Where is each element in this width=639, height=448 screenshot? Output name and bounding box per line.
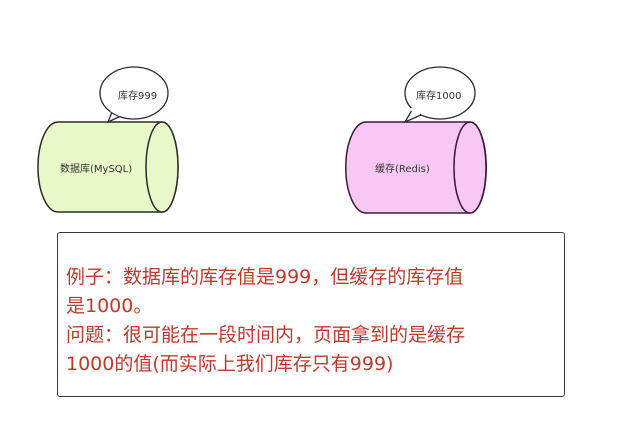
example-line-1: 例子：数据库的库存值是999，但缓存的库存值 bbox=[66, 266, 464, 288]
cache-speech-bubble bbox=[403, 66, 476, 124]
cache-bubble-text: 库存1000 bbox=[416, 91, 462, 102]
database-bubble-text: 库存999 bbox=[118, 91, 158, 102]
database-label: 数据库(MySQL) bbox=[60, 164, 133, 175]
problem-line-1: 问题：很可能在一段时间内，页面拿到的是缓存 bbox=[66, 324, 466, 346]
cache-label: 缓存(Redis) bbox=[375, 164, 430, 175]
explanation-box: 例子：数据库的库存值是999，但缓存的库存值 是1000。 问题：很可能在一段时… bbox=[57, 232, 565, 397]
cache-cylinder bbox=[345, 121, 487, 214]
problem-line-2: 1000的值(而实际上我们库存只有999) bbox=[66, 353, 394, 375]
example-line-2: 是1000。 bbox=[66, 295, 153, 317]
database-speech-bubble bbox=[99, 66, 169, 124]
database-cylinder bbox=[37, 121, 179, 213]
explanation-text: 例子：数据库的库存值是999，但缓存的库存值 是1000。 问题：很可能在一段时… bbox=[66, 263, 561, 379]
